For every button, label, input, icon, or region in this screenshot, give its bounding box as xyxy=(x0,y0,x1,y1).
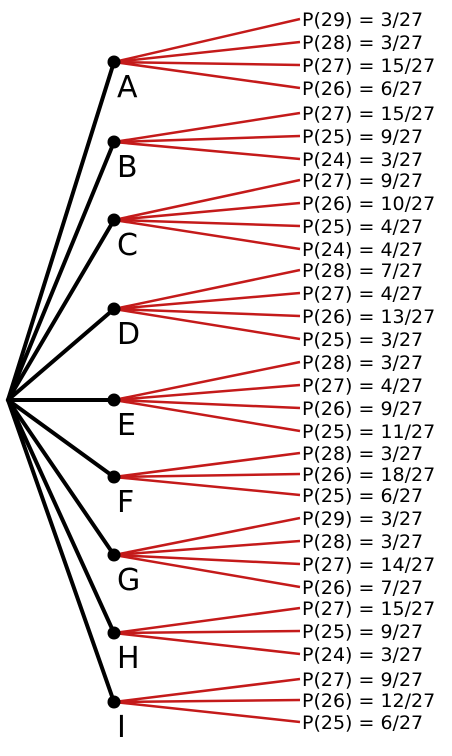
leaf-label-b-1: P(25) = 9/27 xyxy=(302,126,423,148)
branch-edge-d-0 xyxy=(113,268,301,311)
trunk-edge-i xyxy=(6,398,116,704)
leaf-label-h-0: P(27) = 15/27 xyxy=(302,598,435,620)
branch-edge-f-1 xyxy=(113,472,301,479)
branch-edge-c-1 xyxy=(113,201,301,222)
node-label-d: D xyxy=(117,317,140,352)
branch-edge-f-2 xyxy=(113,475,301,497)
branch-edge-f-0 xyxy=(113,451,301,479)
branch-edge-a-1 xyxy=(113,40,301,64)
leaf-label-h-1: P(25) = 9/27 xyxy=(302,621,423,643)
branch-edge-e-1 xyxy=(113,383,301,402)
branch-edge-h-2 xyxy=(113,631,301,656)
branch-edge-a-3 xyxy=(113,60,301,90)
leaf-label-c-2: P(25) = 4/27 xyxy=(302,216,423,238)
branch-edge-h-1 xyxy=(113,629,301,635)
branch-edge-i-0 xyxy=(113,677,301,704)
trunk-edge-a xyxy=(6,60,116,402)
branch-edge-i-1 xyxy=(113,698,301,704)
node-dots xyxy=(107,55,121,709)
leaf-label-g-3: P(26) = 7/27 xyxy=(302,577,423,599)
leaf-label-e-3: P(25) = 11/27 xyxy=(302,421,435,443)
branch-edge-b-1 xyxy=(113,134,301,144)
branch-edge-g-0 xyxy=(113,516,301,557)
branch-edge-c-2 xyxy=(113,218,301,228)
branch-edge-d-2 xyxy=(113,307,301,318)
branch-edge-g-1 xyxy=(113,539,301,557)
node-label-a: A xyxy=(117,70,138,105)
node-dot-g xyxy=(107,548,121,562)
leaf-label-a-2: P(27) = 15/27 xyxy=(302,55,435,77)
branch-edge-i-2 xyxy=(113,700,301,724)
branch-edge-e-0 xyxy=(113,360,301,402)
node-label-b: B xyxy=(117,150,138,185)
node-label-h: H xyxy=(117,641,140,676)
leaf-label-h-2: P(24) = 3/27 xyxy=(302,644,423,666)
trunk-edge-c xyxy=(6,218,116,402)
leaf-label-e-0: P(28) = 3/27 xyxy=(302,352,423,374)
trunk-edge-f xyxy=(6,398,116,479)
trunk-edge-h xyxy=(6,398,116,635)
leaf-labels: P(29) = 3/27P(28) = 3/27P(27) = 15/27P(2… xyxy=(302,9,435,734)
branch-edge-d-3 xyxy=(113,307,301,341)
trunk-edge-b xyxy=(6,140,116,402)
leaf-label-d-1: P(27) = 4/27 xyxy=(302,283,423,305)
leaf-label-a-3: P(26) = 6/27 xyxy=(302,78,423,100)
leaf-label-e-1: P(27) = 4/27 xyxy=(302,375,423,397)
node-label-g: G xyxy=(117,563,140,598)
node-dot-f xyxy=(107,470,121,484)
leaf-label-c-1: P(26) = 10/27 xyxy=(302,193,435,215)
branch-edge-a-2 xyxy=(113,60,301,67)
node-dot-i xyxy=(107,695,121,709)
leaf-label-c-0: P(27) = 9/27 xyxy=(302,170,423,192)
leaf-label-g-2: P(27) = 14/27 xyxy=(302,554,435,576)
trunk-edges xyxy=(6,60,116,704)
branch-edge-h-0 xyxy=(113,606,301,635)
node-dot-d xyxy=(107,302,121,316)
leaf-label-b-2: P(24) = 3/27 xyxy=(302,149,423,171)
leaf-label-i-0: P(27) = 9/27 xyxy=(302,669,423,691)
leaf-label-a-0: P(29) = 3/27 xyxy=(302,9,423,31)
node-label-i: I xyxy=(117,710,126,745)
leaf-label-g-1: P(28) = 3/27 xyxy=(302,531,423,553)
leaf-label-b-0: P(27) = 15/27 xyxy=(302,103,435,125)
branch-edges xyxy=(113,17,301,724)
branch-edge-a-0 xyxy=(113,17,301,64)
leaf-label-f-0: P(28) = 3/27 xyxy=(302,443,423,465)
leaf-label-c-3: P(24) = 4/27 xyxy=(302,239,423,261)
branch-edge-e-3 xyxy=(113,398,301,433)
leaf-label-d-0: P(28) = 7/27 xyxy=(302,260,423,282)
leaf-label-i-2: P(25) = 6/27 xyxy=(302,712,423,734)
node-dot-e xyxy=(107,393,121,407)
branch-edge-g-3 xyxy=(113,553,301,589)
node-dot-a xyxy=(107,55,121,69)
branch-edge-g-2 xyxy=(113,553,301,566)
trunk-edge-g xyxy=(6,398,116,557)
leaf-label-d-2: P(26) = 13/27 xyxy=(302,306,435,328)
leaf-label-f-2: P(25) = 6/27 xyxy=(302,485,423,507)
branch-edge-c-3 xyxy=(113,218,301,251)
leaf-label-d-3: P(25) = 3/27 xyxy=(302,329,423,351)
node-label-f: F xyxy=(117,485,134,520)
node-dot-b xyxy=(107,135,121,149)
leaf-label-i-1: P(26) = 12/27 xyxy=(302,690,435,712)
trunk-edge-d xyxy=(6,307,116,402)
node-labels: A B C D E F G HI xyxy=(117,70,140,745)
leaf-label-a-1: P(28) = 3/27 xyxy=(302,32,423,54)
branch-edge-b-2 xyxy=(113,140,301,161)
node-label-e: E xyxy=(117,408,136,443)
node-dot-c xyxy=(107,213,121,227)
branch-edge-d-1 xyxy=(113,291,301,311)
node-dot-h xyxy=(107,626,121,640)
leaf-label-e-2: P(26) = 9/27 xyxy=(302,398,423,420)
branch-edge-c-0 xyxy=(113,178,301,222)
leaf-label-g-0: P(29) = 3/27 xyxy=(302,508,423,530)
branch-edge-e-2 xyxy=(113,398,301,410)
branch-edge-b-0 xyxy=(113,111,301,144)
node-label-c: C xyxy=(117,228,138,263)
leaf-label-f-1: P(26) = 18/27 xyxy=(302,464,435,486)
